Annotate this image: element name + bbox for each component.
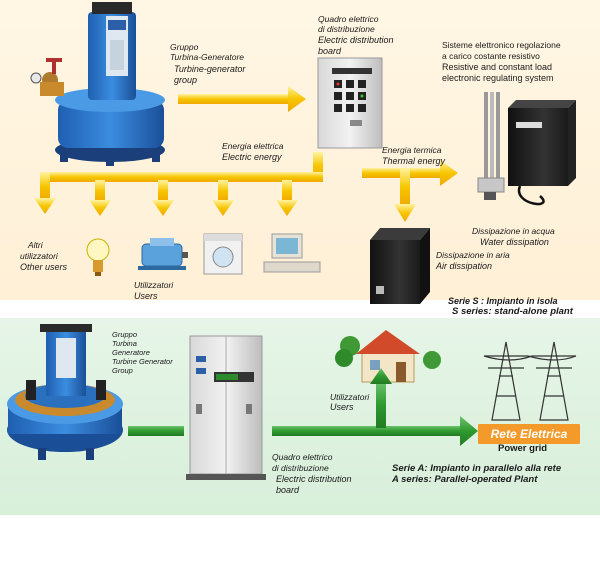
turbine-generator-icon [7, 324, 123, 460]
power-pylon-icon [483, 341, 577, 421]
air-dissipation-icon [370, 228, 430, 304]
water-dissipation-label-it: Dissipazione in acqua [472, 226, 555, 236]
regulation-label-en: electronic regulating system [442, 73, 554, 83]
turbine-group-label: Turbina [112, 339, 137, 348]
regulation-label-en: Resistive and constant load [442, 62, 553, 72]
turbine-group-label-en: group [174, 75, 198, 85]
thermal-energy-label-it: Energia termica [382, 145, 442, 155]
series-a-label-en: A series: Parallel-operated Plant [392, 474, 538, 485]
power-grid-badge: Rete Elettrica [478, 424, 580, 444]
computer-icon [263, 233, 321, 273]
turbine-group-label: Generatore [112, 348, 150, 357]
washing-machine-icon [203, 233, 243, 275]
other-users-label-en: Other users [20, 262, 68, 272]
thermal-energy-label-en: Thermal energy [382, 156, 446, 166]
distribution-board-icon [317, 57, 383, 149]
water-dissipation-label-en: Water dissipation [480, 237, 549, 247]
board-label-en: board [318, 46, 342, 56]
other-users-label-it: utilizzatori [20, 251, 58, 261]
electric-energy-label-it: Energia elettrica [222, 141, 284, 151]
regulation-label-it: Sisteme elettronico regolazione [442, 40, 561, 50]
power-flow-arrows [128, 368, 478, 446]
electric-energy-label-en: Electric energy [222, 152, 282, 162]
power-grid-label: Power grid [498, 443, 548, 454]
board-label-it: Quadro elettrico [318, 14, 379, 24]
series-a-label-it: Serie A: Impianto in parallelo alla rete [392, 463, 562, 474]
board-label-en: Electric distribution [318, 35, 394, 45]
turbine-group-label: Turbine Generator [112, 357, 173, 366]
users-label-it: Utilizzatori [330, 392, 370, 402]
users-label-en: Users [134, 291, 158, 301]
turbine-group-label: Group [112, 366, 133, 375]
board-label-en: board [276, 485, 300, 495]
regulation-label-it: a carico costante resistivo [442, 51, 540, 61]
users-label-en: Users [330, 402, 354, 412]
house-icon [335, 330, 441, 383]
other-users-label-it: Altri [28, 240, 43, 250]
series-s-label-en: S series: stand-alone plant [452, 306, 573, 317]
air-dissipation-label-it: Dissipazione in aria [436, 250, 510, 260]
board-label-it: Quadro elettrico [272, 452, 333, 462]
light-bulb-icon [86, 238, 110, 276]
distribution-board-icon [186, 335, 266, 480]
board-label-it: di distribuzione [272, 463, 329, 473]
air-dissipation-label-en: Air dissipation [436, 261, 493, 271]
energy-flow-arrows [34, 86, 458, 222]
turbine-group-label: Gruppo [112, 330, 138, 339]
board-label-it: di distribuzione [318, 24, 375, 34]
turbine-group-label-en: Turbine-generator [174, 64, 246, 74]
series-s-label-it: Serie S : Impianto in isola [448, 296, 558, 306]
turbine-group-label-it: Turbina-Generatore [170, 52, 245, 62]
regulating-system-icon [508, 100, 576, 206]
users-label-it: Utilizzatori [134, 280, 174, 290]
electric-motor-icon [138, 238, 188, 270]
resistive-heater-icon [477, 92, 505, 200]
board-label-en: Electric distribution [276, 474, 352, 484]
turbine-group-label-it: Gruppo [170, 42, 199, 52]
turbine-generator-icon [30, 2, 165, 166]
